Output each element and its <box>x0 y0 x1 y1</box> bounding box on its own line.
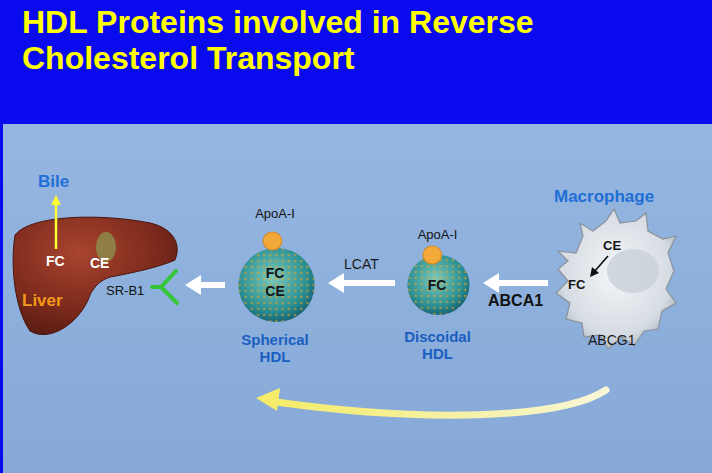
protein-label: ApoA-I <box>395 228 480 243</box>
molecule-label: FC <box>417 277 457 293</box>
flow-arrow <box>185 275 225 295</box>
spherical-hdl: ApoA-I FC CE Spherical HDL <box>225 205 328 375</box>
cell-name: Macrophage <box>554 187 654 207</box>
slide-title: HDL Proteins involved in Reverse Cholest… <box>22 4 582 76</box>
molecule-label: FC <box>46 253 65 269</box>
receptor-label: SR-B1 <box>106 283 144 298</box>
organ-name: Liver <box>22 291 63 311</box>
liver-organ: FC CE Liver <box>10 205 185 350</box>
arrow-head <box>328 273 344 293</box>
enzyme-label: LCAT <box>344 256 379 272</box>
macrophage-cell: MacrophageCE FC ABCG1 <box>548 186 683 356</box>
return-arrow <box>276 390 606 415</box>
arrow-shaft <box>199 282 225 288</box>
molecule-label: CE <box>255 283 295 299</box>
flow-arrow <box>328 273 395 293</box>
bile-label: Bile <box>38 172 69 192</box>
flow-arrow <box>483 273 548 293</box>
particle-name: Discoidal HDL <box>395 328 480 363</box>
return-arrow-head <box>256 388 280 411</box>
particle-name: Spherical HDL <box>225 331 325 366</box>
molecule-label: FC <box>568 278 585 293</box>
protein-label: ApoA-I <box>225 207 325 222</box>
arrow-head <box>483 273 499 293</box>
protein-label: ABCG1 <box>588 332 635 348</box>
molecule-label: CE <box>90 255 109 271</box>
transporter-label: ABCA1 <box>488 292 543 310</box>
arrow-shaft <box>497 280 548 286</box>
macrophage-cell <box>548 186 683 356</box>
molecule-label: FC <box>255 265 295 281</box>
arrow-head <box>185 275 201 295</box>
liver-shape <box>10 205 185 350</box>
molecule-label: CE <box>603 239 621 254</box>
arrow-shaft <box>342 280 395 286</box>
discoidal-hdl: ApoA-I FC Discoidal HDL <box>395 228 483 373</box>
